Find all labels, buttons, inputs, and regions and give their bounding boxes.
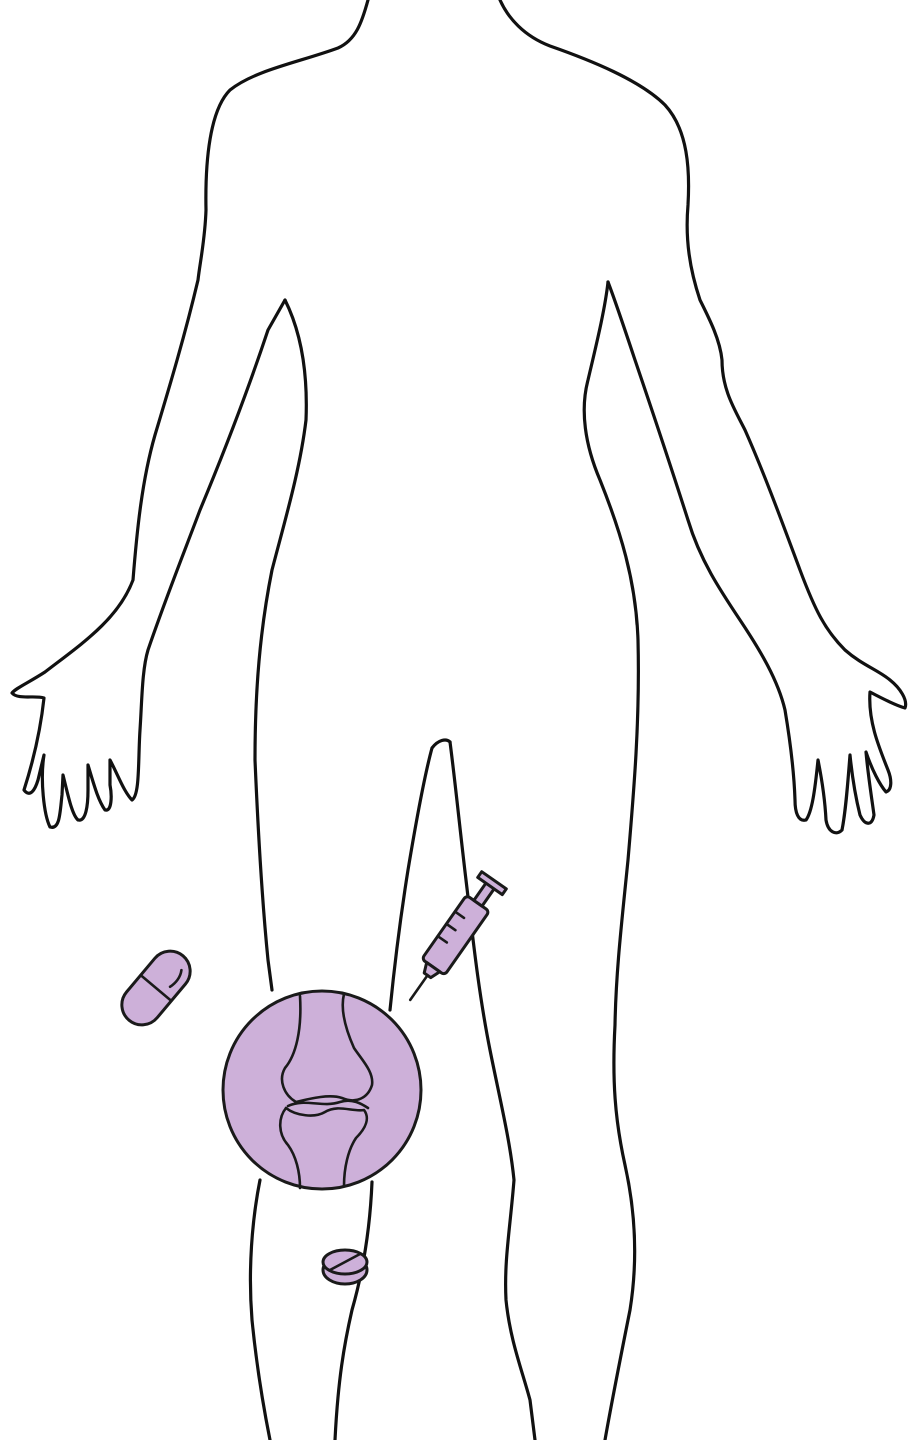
inner-left-shin (335, 1182, 372, 1440)
left-lower-leg (250, 1180, 270, 1440)
syringe-barrel (422, 895, 490, 975)
human-body-outline (12, 0, 906, 1440)
body-right-contour (500, 0, 906, 833)
tablet-icon (323, 1250, 367, 1284)
knee-circle (223, 991, 421, 1189)
body-left-inner (255, 300, 306, 990)
inner-right-leg (450, 742, 535, 1440)
syringe-needle (410, 975, 427, 1000)
body-right-inner (584, 282, 638, 1440)
body-left-contour (12, 0, 368, 827)
knee-joint-icon (223, 991, 421, 1189)
capsule-icon (114, 943, 199, 1033)
syringe-icon (398, 872, 506, 1009)
